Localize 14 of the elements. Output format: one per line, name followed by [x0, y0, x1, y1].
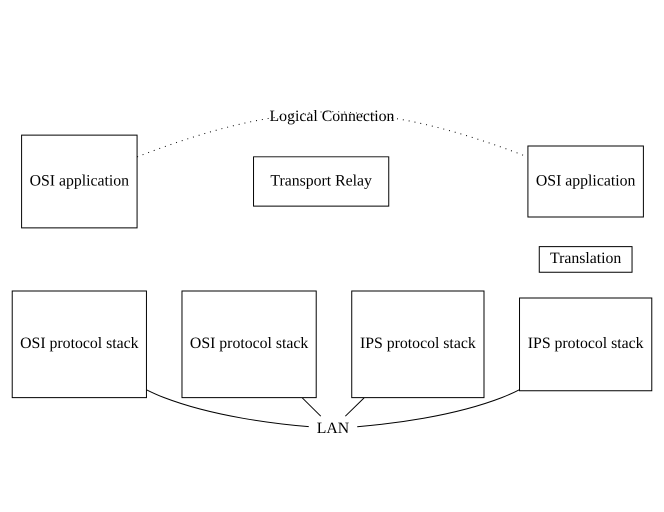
connector — [302, 396, 322, 416]
node-box: OSI application — [21, 134, 138, 228]
node-box: OSI application — [527, 144, 644, 218]
connector — [344, 396, 365, 416]
connector — [356, 388, 520, 427]
node-box: Translation — [538, 246, 633, 272]
node-box: OSI protocol stack — [181, 290, 317, 398]
node-box: IPS protocol stack — [351, 290, 484, 398]
node-box: Transport Relay — [253, 156, 390, 206]
node-text: LAN — [316, 419, 350, 436]
node-box: OSI protocol stack — [12, 290, 147, 398]
connector — [146, 388, 310, 427]
edge-label: Logical Connection — [270, 108, 394, 125]
node-box: IPS protocol stack — [519, 296, 652, 391]
